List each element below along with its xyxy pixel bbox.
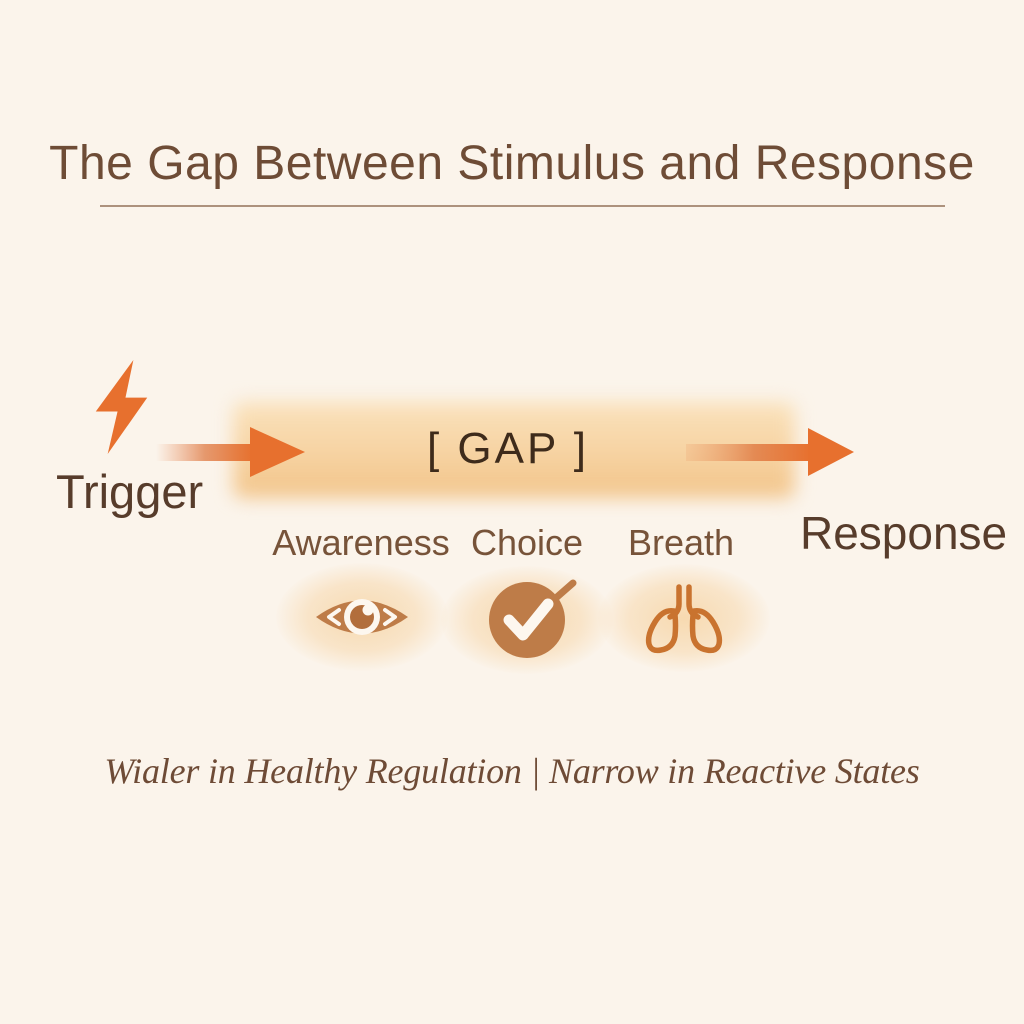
skill-label-awareness: Awareness [272,522,450,563]
response-label: Response [800,507,1008,559]
gap-label: [ GAP ] [426,424,590,473]
eye-icon [316,599,408,635]
trigger-label: Trigger [56,465,204,518]
lungs-icon [645,584,723,654]
caption: Wialer in Healthy Regulation | Narrow in… [104,751,920,791]
lightning-bolt-icon [95,360,148,454]
title-underline [100,205,945,207]
arrow-right-icon [686,428,854,476]
skill-label-choice: Choice [470,522,584,563]
skill-label-breath: Breath [627,522,735,563]
page-title: The Gap Between Stimulus and Response [49,137,975,190]
arrow-right-icon [156,427,305,477]
check-icon [489,579,577,658]
halo-glow [598,564,770,672]
